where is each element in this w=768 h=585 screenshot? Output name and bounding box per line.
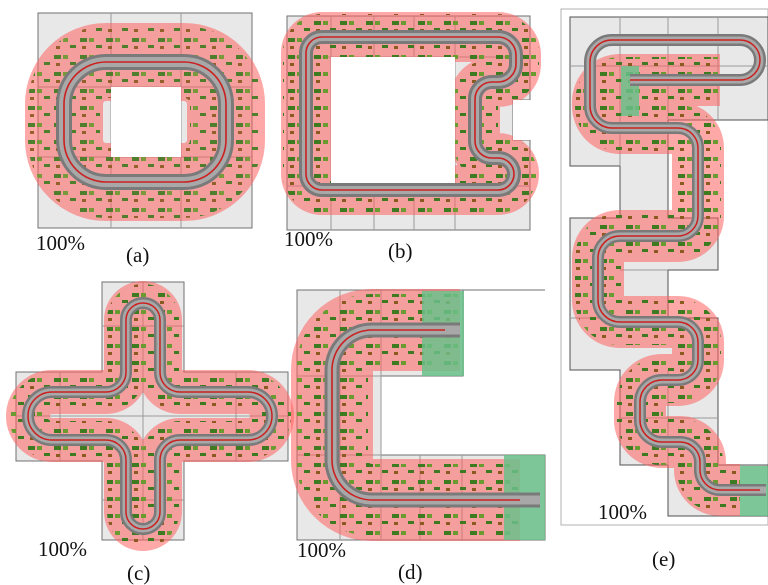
panel-d-label: (d) [398,560,423,584]
panel-b: 100% (b) [281,11,541,263]
panel-b-notch [513,100,531,140]
panel-e-label: (e) [652,547,675,571]
panel-b-coverage: 100% [284,227,333,251]
panel-b-center-hole [331,57,455,186]
panel-b-track-centerline [305,36,517,191]
panel-c-track-centerline [27,302,273,530]
panel-a-coverage: 100% [36,231,85,255]
panel-e-track-centerline [589,39,761,491]
panel-d: 100% (d) [291,289,546,584]
panel-a: 100% (a) [25,12,265,267]
panel-c: 100% (c) [6,281,294,585]
panel-e: 100% (e) [560,8,768,571]
panel-d-coverage: 100% [297,538,346,562]
panel-c-coverage: 100% [38,537,87,561]
panel-a-label: (a) [126,243,149,267]
panel-d-track-centerline [331,329,520,501]
panel-c-label: (c) [127,561,150,585]
panel-b-label: (b) [388,239,413,263]
panel-a-track-centerline [63,61,227,183]
panel-e-coverage: 100% [598,500,647,524]
panel-e-exit-zone-top [621,66,639,116]
panel-a-center-hole [111,87,181,157]
